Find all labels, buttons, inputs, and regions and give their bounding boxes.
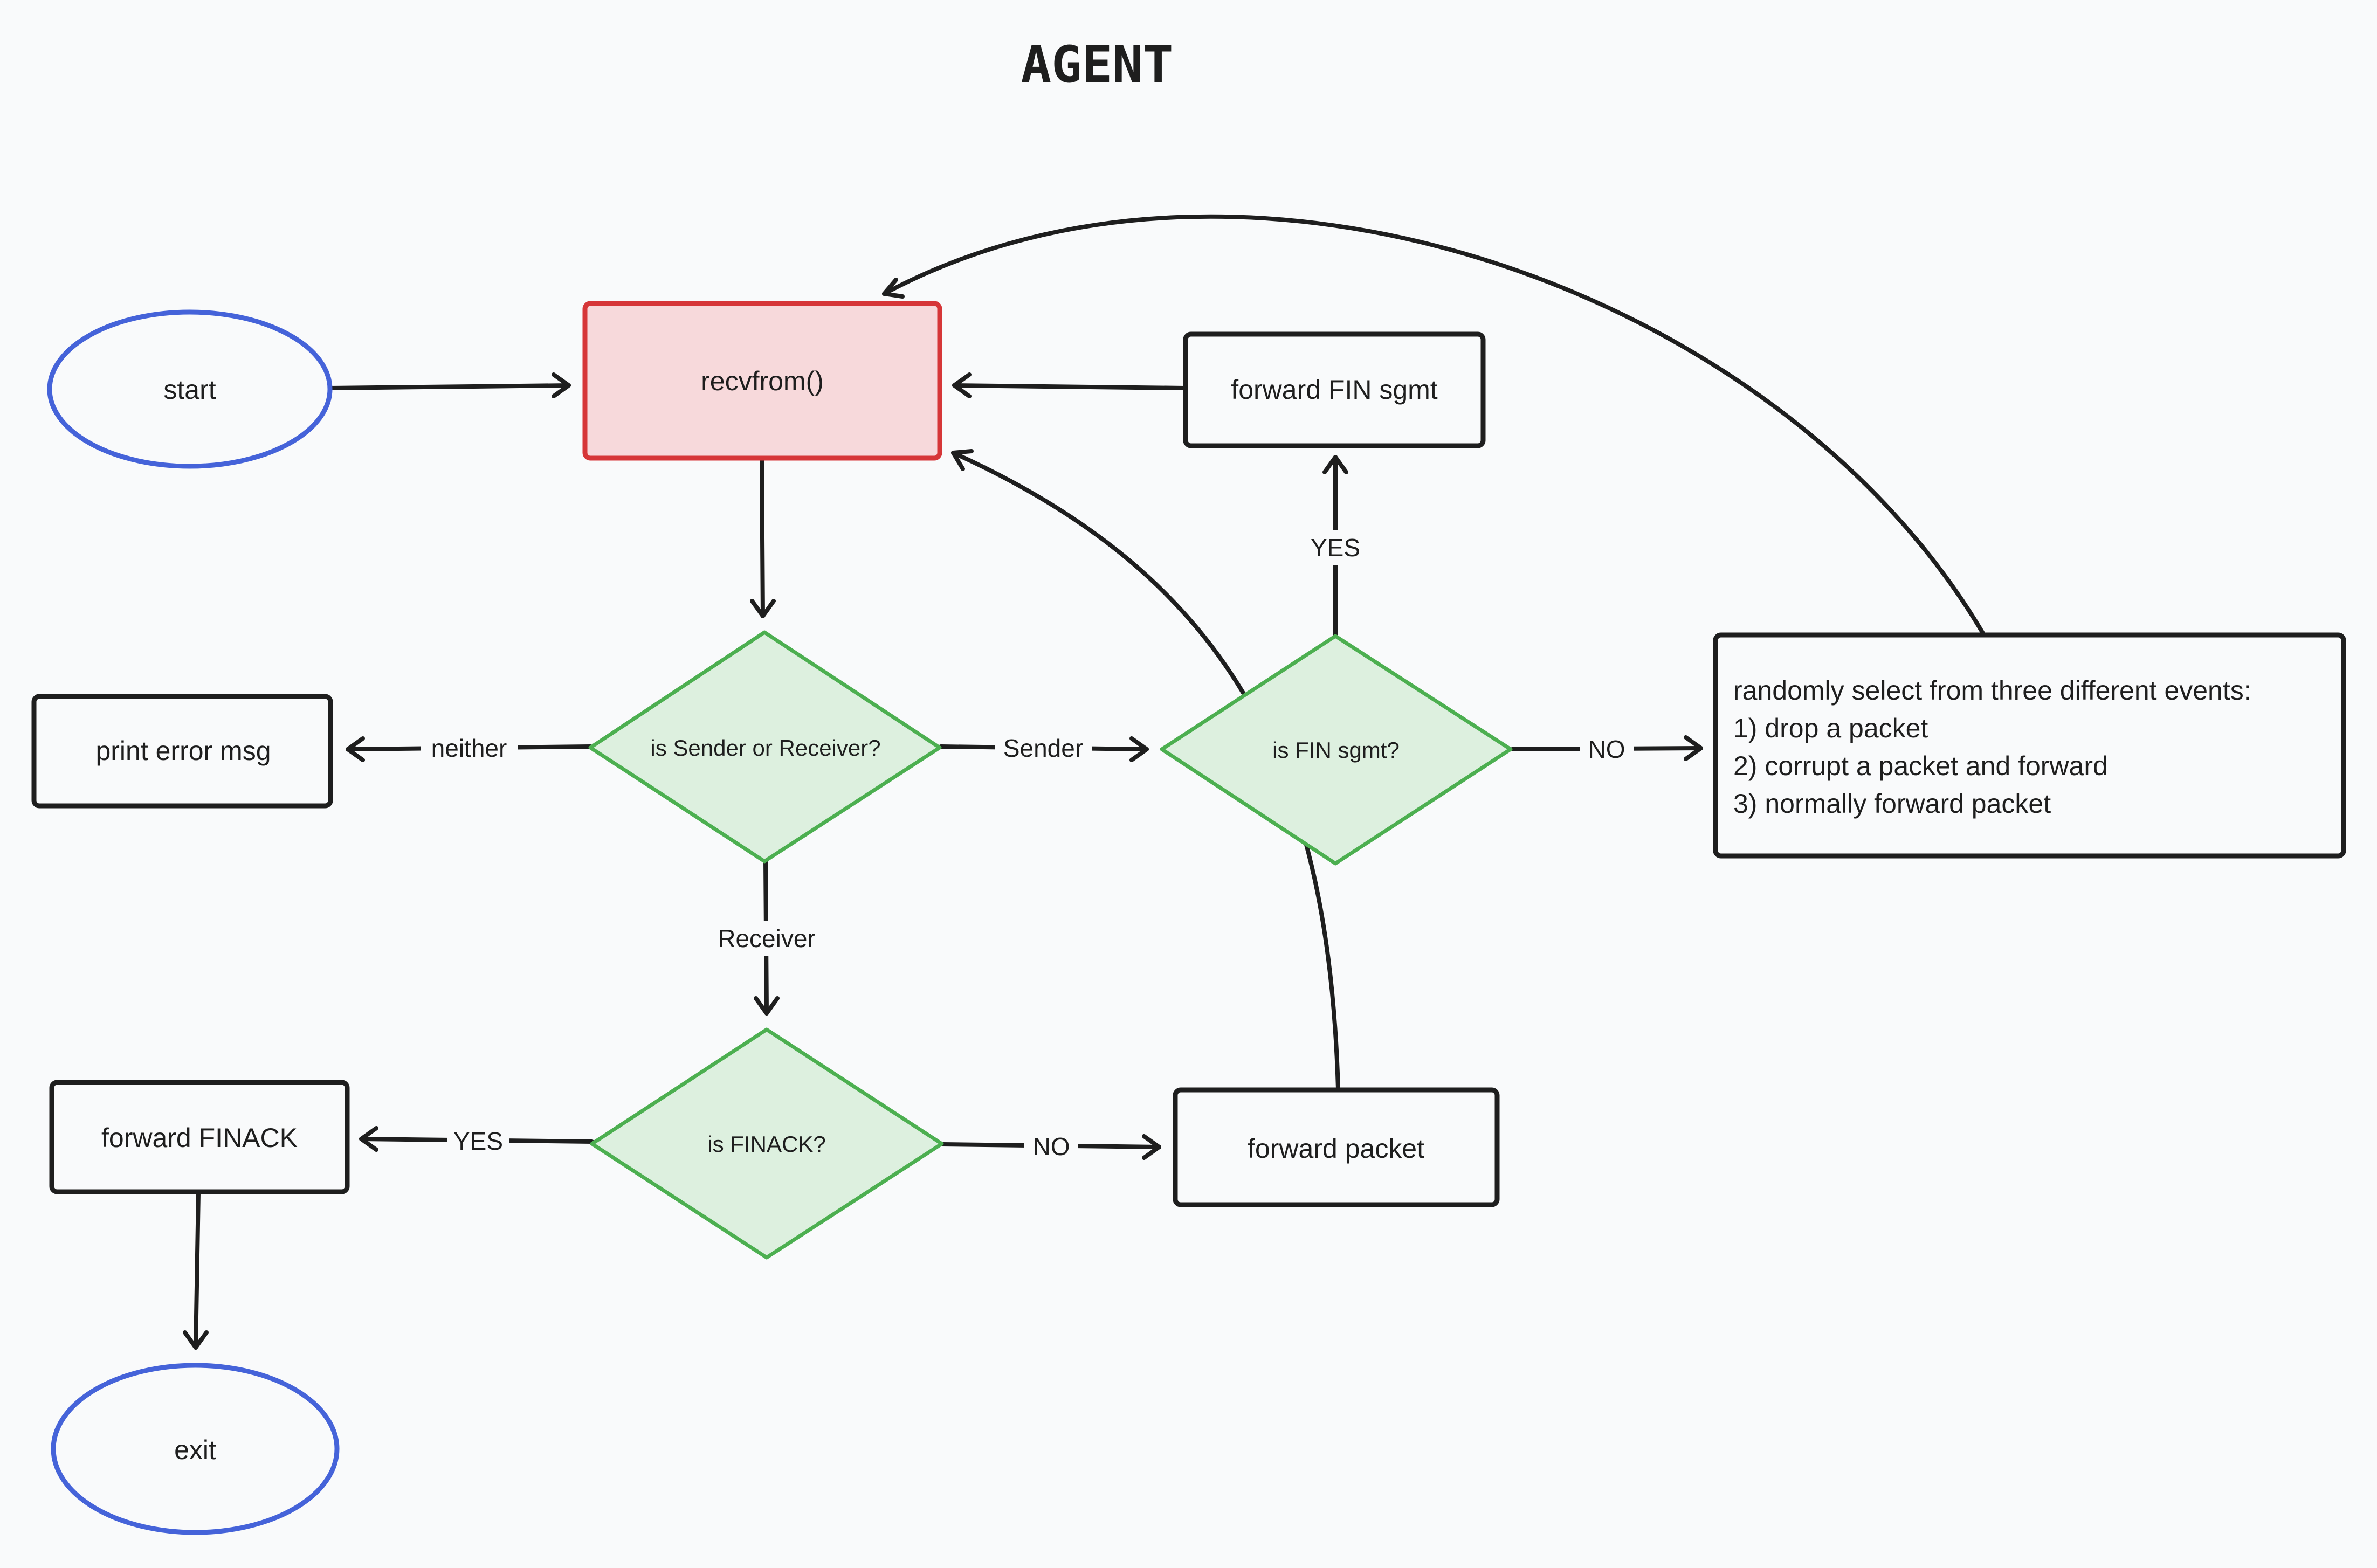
finack-decision: is FINACK? xyxy=(590,1027,944,1260)
forward-packet-node: forward packet xyxy=(1173,1087,1500,1207)
random-events-line-2: 1) drop a packet xyxy=(1733,713,1928,743)
edge-start-to-recvfrom xyxy=(328,372,571,398)
edge-label-fin-no-text: NO xyxy=(1588,735,1625,763)
finack-decision-label: is FINACK? xyxy=(707,1131,825,1157)
edge-label-neither: neither xyxy=(421,730,518,766)
edge-label-neither-text: neither xyxy=(431,734,507,762)
edge-label-finack-yes-text: YES xyxy=(453,1127,503,1155)
recvfrom-node: recvfrom() xyxy=(582,301,942,461)
fin-decision: is FIN sgmt? xyxy=(1160,634,1513,866)
edge-label-receiver-text: Receiver xyxy=(718,924,816,952)
edge-label-fin-yes: YES xyxy=(1305,530,1367,565)
recvfrom-node-label: recvfrom() xyxy=(701,366,824,396)
sender-receiver-decision: is Sender or Receiver? xyxy=(588,630,942,864)
edge-label-sender: Sender xyxy=(995,730,1092,766)
edge-label-finack-no: NO xyxy=(1024,1129,1078,1164)
random-events-node: randomly select from three different eve… xyxy=(1713,632,2346,859)
forward-finack-node-label: forward FINACK xyxy=(101,1123,298,1153)
edge-label-finack-no-text: NO xyxy=(1033,1132,1070,1161)
forward-fin-node-label: forward FIN sgmt xyxy=(1231,375,1438,405)
forward-packet-node-label: forward packet xyxy=(1248,1134,1424,1164)
fin-decision-label: is FIN sgmt? xyxy=(1272,737,1400,763)
edge-label-receiver: Receiver xyxy=(706,921,828,956)
start-node-label: start xyxy=(163,375,216,405)
exit-node-label: exit xyxy=(174,1435,216,1465)
sender-receiver-decision-label: is Sender or Receiver? xyxy=(650,735,880,761)
edge-recvfrom-to-sender-check xyxy=(750,457,776,618)
edge-label-sender-text: Sender xyxy=(1003,734,1083,762)
random-events-line-3: 2) corrupt a packet and forward xyxy=(1733,751,2108,781)
random-events-line-4: 3) normally forward packet xyxy=(1733,789,2051,819)
edge-forward-finack-to-exit xyxy=(183,1191,209,1350)
edge-label-finack-yes: YES xyxy=(447,1123,509,1159)
forward-finack-node: forward FINACK xyxy=(49,1080,350,1194)
diagram-title: AGENT xyxy=(1021,36,1174,94)
print-error-node: print error msg xyxy=(31,694,333,809)
random-events-line-1: randomly select from three different eve… xyxy=(1733,675,2251,706)
edge-random-events-to-recvfrom xyxy=(882,214,1986,637)
edge-forward-fin-to-recvfrom xyxy=(952,372,1187,398)
edge-label-fin-no: NO xyxy=(1580,731,1634,767)
print-error-node-label: print error msg xyxy=(95,736,271,766)
edge-label-fin-yes-text: YES xyxy=(1311,534,1360,562)
start-node: start xyxy=(47,309,333,469)
forward-fin-node: forward FIN sgmt xyxy=(1183,331,1486,448)
exit-node: exit xyxy=(51,1363,340,1535)
